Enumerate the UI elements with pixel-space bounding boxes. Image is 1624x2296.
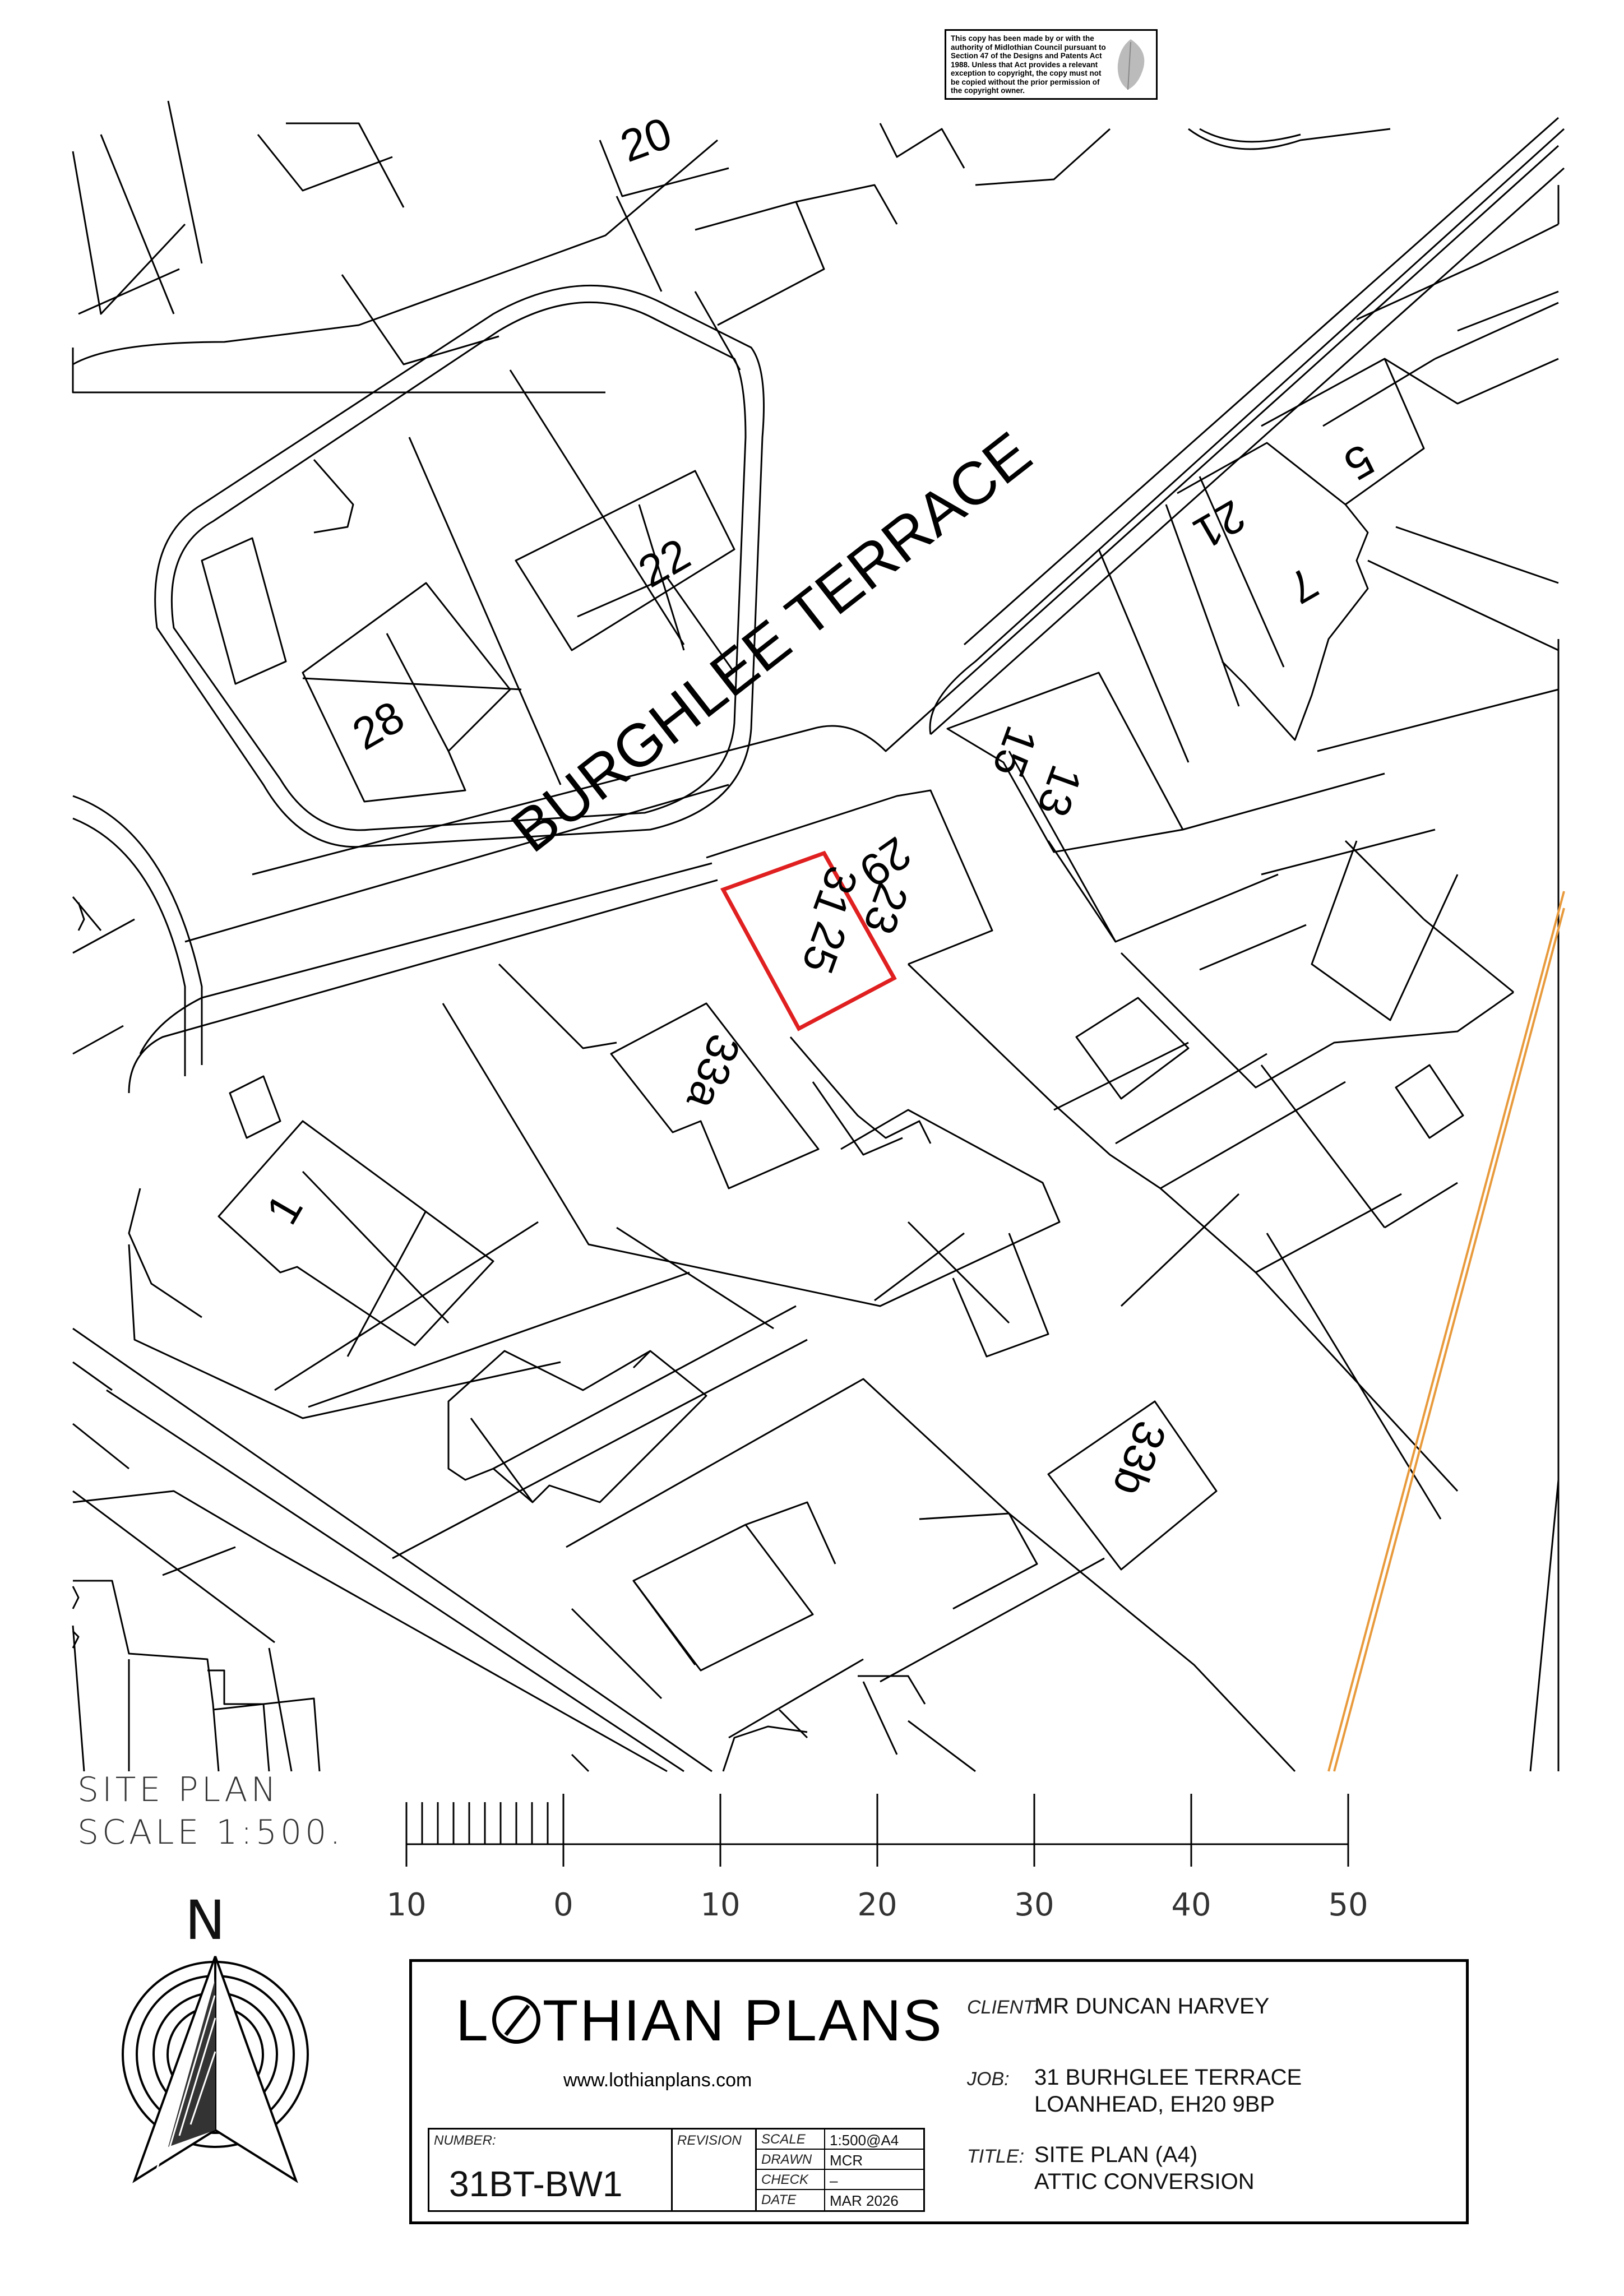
revision-label: REVISION: [677, 2133, 742, 2148]
railway-line: [1327, 891, 1565, 1772]
company-logo: L THIAN PLANS: [456, 1988, 943, 2054]
revision-box: REVISION: [673, 2128, 757, 2212]
plot-number-21: 21: [1185, 490, 1253, 559]
grid-key: SCALE: [761, 2132, 806, 2147]
site-outline: [720, 850, 897, 1031]
title-value: SITE PLAN (A4) ATTIC CONVERSION: [1034, 2142, 1255, 2194]
plot-number-1: 1: [257, 1186, 312, 1232]
plot-number-13: 13: [1028, 759, 1092, 823]
title-label: TITLE:: [967, 2146, 1025, 2167]
grid-divider: [824, 2130, 825, 2212]
scale-title-line2: SCALE 1:500.: [77, 1813, 344, 1852]
plot-number-25: 25: [793, 916, 857, 980]
railway-line-a: [1327, 891, 1565, 1772]
copyright-notice: This copy has been made by or with the a…: [951, 34, 1106, 95]
drawing-number-box: NUMBER: 31BT-BW1: [428, 2128, 673, 2212]
plot-number-22: 22: [630, 529, 698, 597]
job-label: JOB:: [967, 2068, 1010, 2090]
client-value: MR DUNCAN HARVEY: [1034, 1994, 1270, 2019]
leaf-emblem-icon: [1117, 39, 1145, 90]
scale-tick-label: 10: [700, 1887, 741, 1923]
north-letter: N: [185, 1889, 225, 1952]
grid-key: DRAWN: [761, 2152, 812, 2167]
grid-row-drawn: DRAWN MCR: [757, 2150, 923, 2170]
job-value: 31 BURHGLEE TERRACE LOANHEAD, EH20 9BP: [1034, 2065, 1302, 2117]
company-website: www.lothianplans.com: [563, 2070, 752, 2091]
scale-title: SITE PLAN SCALE 1:500.: [77, 1769, 344, 1854]
scale-tick-label: 50: [1328, 1887, 1368, 1923]
plot-number-33b: 33b: [1103, 1415, 1176, 1502]
plot-number-5: 5: [1336, 434, 1382, 490]
grid-key: CHECK: [761, 2172, 809, 2187]
scale-tick-label: 0: [553, 1887, 573, 1923]
street-name-label: BURGHLEE TERRACE: [499, 419, 1043, 865]
number-label: NUMBER:: [434, 2133, 496, 2148]
map-linework: [72, 100, 1565, 1772]
scale-tick-label: 30: [1014, 1887, 1054, 1923]
railway-line-b: [1333, 908, 1565, 1772]
grid-value: 1:500@A4: [830, 2132, 899, 2149]
grid-row-check: CHECK –: [757, 2170, 923, 2190]
company-name-suffix: THIAN PLANS: [542, 1988, 943, 2053]
drawing-number: 31BT-BW1: [449, 2164, 623, 2204]
plot-number-7: 7: [1280, 558, 1326, 613]
copyright-notice-box: This copy has been made by or with the a…: [945, 29, 1158, 100]
title-block: L THIAN PLANS www.lothianplans.com CLIENT…: [409, 1959, 1469, 2224]
grid-value: MCR: [830, 2152, 863, 2169]
grid-value: MAR 2026: [830, 2192, 899, 2209]
plot-number-28: 28: [344, 691, 413, 760]
scale-bar: [405, 1794, 1349, 1867]
grid-key: DATE: [761, 2192, 797, 2207]
compass-logo-icon: [492, 1996, 540, 2044]
company-name-prefix: L: [456, 1988, 490, 2053]
scale-tick-label: 20: [857, 1887, 897, 1923]
grid-row-scale: SCALE 1:500@A4: [757, 2130, 923, 2150]
scale-title-line1: SITE PLAN: [77, 1770, 280, 1809]
grid-value: –: [830, 2172, 838, 2189]
plot-number-20: 20: [614, 108, 678, 172]
scale-tick-label: 40: [1171, 1887, 1211, 1923]
client-label: CLIENT:: [967, 1997, 1039, 2018]
north-arrow-icon: [122, 1956, 309, 2183]
plot-number-33a: 33a: [677, 1028, 749, 1115]
plot-number-15: 15: [983, 720, 1047, 784]
scale-tick-label: 10: [386, 1887, 427, 1923]
drawing-info-grid: SCALE 1:500@A4 DRAWN MCR CHECK – DATE MA…: [757, 2128, 925, 2212]
grid-row-date: DATE MAR 2026: [757, 2190, 923, 2210]
